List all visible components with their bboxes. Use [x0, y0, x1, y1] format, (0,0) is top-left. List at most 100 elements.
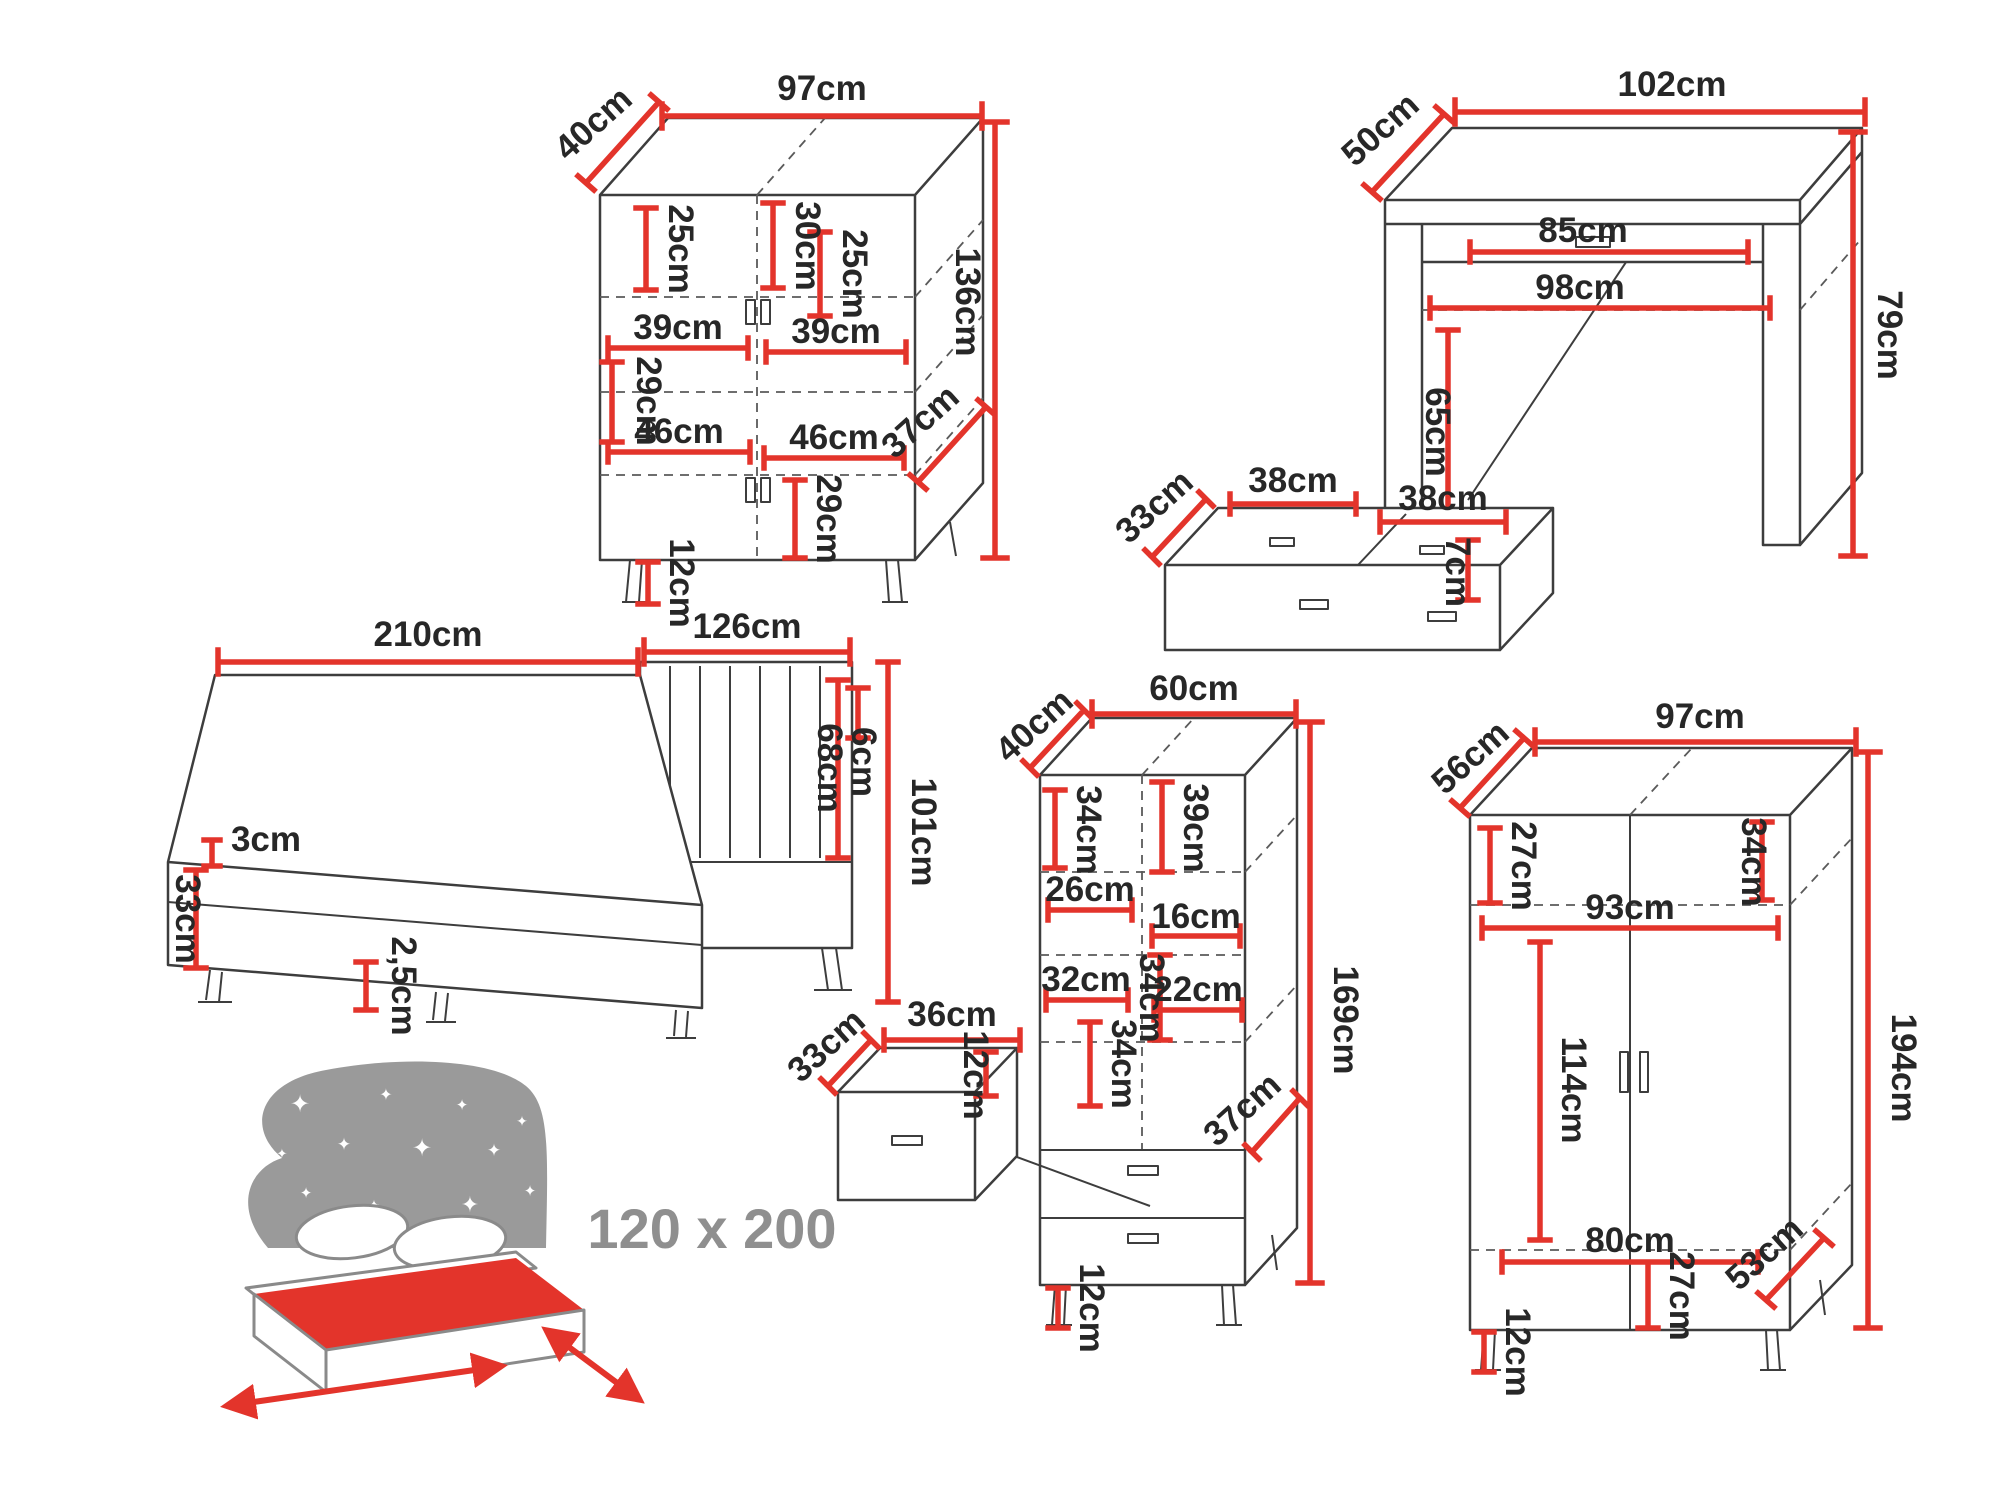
bookcase-right-width-label: 16cm — [1151, 897, 1241, 936]
cabinet-mid-section-label: 29cm — [629, 356, 668, 446]
bookcase-top-left-section-label: 34cm — [1069, 785, 1108, 875]
cabinet-door-left-width-label: 46cm — [634, 412, 724, 451]
cabinet-shelf-right-width-label: 39cm — [791, 312, 881, 351]
wardrobe-hanging-height-label: 114cm — [1554, 1036, 1593, 1143]
desk-drawer-depth-label: 33cm — [1108, 462, 1201, 551]
night-sky-headboard-shape — [248, 1061, 548, 1248]
desk-drawer-right-width-label: 38cm — [1398, 479, 1488, 518]
bookcase-left-width-label: 26cm — [1045, 870, 1135, 909]
wardrobe-leg-height-label: 12cm — [1498, 1307, 1537, 1397]
bed-headboard-legs — [814, 947, 852, 991]
width-arrow — [541, 1326, 645, 1404]
bookcase-drawer-width-label: 36cm — [907, 995, 997, 1034]
cabinet-legs — [622, 521, 957, 603]
wardrobe-dimension-lines — [1448, 727, 1883, 1375]
cabinet-dimension-lines — [574, 91, 1010, 607]
wardrobe-bottom-width-label: 80cm — [1585, 1221, 1675, 1260]
wardrobe-inner-width-label: 93cm — [1585, 888, 1675, 927]
bed-base-height-label: 33cm — [168, 874, 207, 964]
cabinet-top-left-section-label: 25cm — [661, 204, 700, 294]
desk-width-label: 102cm — [1618, 65, 1727, 104]
cabinet-depth-label: 40cm — [547, 79, 640, 168]
cabinet-width-label: 97cm — [777, 69, 867, 108]
wardrobe-top-section-label: 27cm — [1504, 821, 1543, 911]
wardrobe-bottom-section-label: 27cm — [1662, 1251, 1701, 1341]
wardrobe-width-label: 97cm — [1655, 697, 1745, 736]
bookcase-drawer-handle — [891, 1135, 923, 1146]
desk-dimension-lines — [1360, 97, 1868, 559]
length-arrow — [220, 1352, 508, 1420]
bookcase-mid-section-label: 34cm — [1132, 953, 1171, 1043]
star-icon: ✦ — [379, 1085, 392, 1104]
star-icon: ✦ — [456, 1096, 469, 1114]
star-icon: ✦ — [516, 1114, 528, 1130]
star-icon: ✦ — [412, 1134, 432, 1162]
bookcase-top-right-section-label: 39cm — [1176, 783, 1215, 873]
cabinet-shelf-left-width-label: 39cm — [633, 308, 723, 347]
bookcase-width-label: 60cm — [1149, 669, 1239, 708]
desk-drawer-outline — [1163, 506, 1555, 652]
cabinet-handles — [745, 299, 771, 503]
star-icon: ✦ — [337, 1135, 351, 1155]
bed-size-icon: ✦ ✦ ✦ ✦ ✦ ✦ ✦ ✦ ✦ ✦ ✦ ✦ 120 x 200 — [220, 1061, 837, 1420]
bed-floor-clearance-label: 2,5cm — [384, 936, 423, 1035]
desk-outline — [1383, 126, 1864, 547]
bookcase-right-width-2-label: 22cm — [1153, 970, 1243, 1009]
pillow-left — [294, 1203, 410, 1261]
wardrobe-outline — [1468, 746, 1854, 1332]
bed-dimension-lines — [183, 637, 901, 1013]
desk-knee-clearance-label: 65cm — [1418, 387, 1457, 477]
cabinet-door-right-width-label: 46cm — [789, 418, 879, 457]
mattress-top — [254, 1258, 584, 1350]
cabinet-top-mid-section-label: 30cm — [788, 201, 827, 291]
bed-total-height-label: 101cm — [904, 778, 943, 887]
desk-drawer-handle — [1575, 236, 1611, 248]
bookcase-drawer-outline — [836, 1046, 1019, 1202]
star-icon: ✦ — [300, 1184, 313, 1202]
bed-length-label: 210cm — [374, 615, 483, 654]
cabinet-diagram: 97cm 40cm 136cm 25cm 30cm 25cm 39cm 39cm… — [547, 69, 1010, 628]
bed-mattress-seam — [167, 901, 703, 946]
desk-drawer-height-label: 7cm — [1438, 537, 1477, 607]
cabinet-height-label: 136cm — [948, 248, 987, 357]
desk-height-label: 79cm — [1870, 290, 1909, 380]
desk-drawer-diagram: 33cm 38cm 38cm 7cm — [1108, 461, 1555, 652]
desk-inner-width-label: 98cm — [1535, 268, 1625, 307]
desk-depth-label: 50cm — [1334, 85, 1427, 174]
cabinet-hidden-lines — [600, 117, 984, 560]
bookcase-drawer-fronts — [1040, 1149, 1245, 1244]
desk-drawer-dimension-lines — [1141, 488, 1509, 603]
bookcase-hidden-lines — [1040, 717, 1298, 1150]
bookcase-drawer-dimension-lines — [817, 1027, 1023, 1099]
star-icon: ✦ — [461, 1193, 479, 1218]
star-icon: ✦ — [487, 1141, 501, 1161]
star-icon: ✦ — [277, 1147, 288, 1162]
wardrobe-doors — [1619, 815, 1649, 1330]
bookcase-outline — [1038, 716, 1299, 1287]
wardrobe-height-label: 194cm — [1884, 1014, 1923, 1123]
bed-size-label: 120 x 200 — [587, 1197, 836, 1260]
bookcase-height-label: 169cm — [1326, 966, 1365, 1075]
bed-diagram: 210cm 126cm 3cm 33cm 2,5cm 68cm 6cm 101c… — [166, 607, 943, 1039]
wardrobe-diagram: 97cm 56cm 194cm 27cm 34cm 93cm 114cm 80c… — [1424, 697, 1923, 1397]
bed-legs — [198, 969, 696, 1039]
bookcase-diagram: 60cm 40cm 169cm 34cm 39cm 26cm 16cm 32cm… — [988, 669, 1365, 1353]
bookcase-left-width-2-label: 32cm — [1041, 960, 1131, 999]
cabinet-bottom-section-label: 29cm — [809, 474, 848, 564]
cabinet-top-right-section-label: 25cm — [835, 229, 874, 319]
wardrobe-top-right-section-label: 34cm — [1734, 817, 1773, 907]
bookcase-leg-height-label: 12cm — [1072, 1263, 1111, 1353]
desk-drawer-left-width-label: 38cm — [1248, 461, 1338, 500]
bed-body — [166, 673, 704, 1010]
cabinet-leg-height-label: 12cm — [662, 538, 701, 628]
star-icon: ✦ — [524, 1182, 537, 1200]
desk-diagram: 102cm 50cm 79cm 85cm 98cm 65cm — [1334, 65, 1909, 559]
bed-headboard-thickness-label: 6cm — [844, 727, 883, 797]
desk-drawer-details — [1269, 513, 1457, 622]
star-icon: ✦ — [290, 1090, 310, 1118]
bookcase-drawer-height-label: 12cm — [956, 1030, 995, 1120]
bed-mattress-edge-label: 3cm — [231, 820, 301, 859]
bed-headboard-width-label: 126cm — [693, 607, 802, 646]
